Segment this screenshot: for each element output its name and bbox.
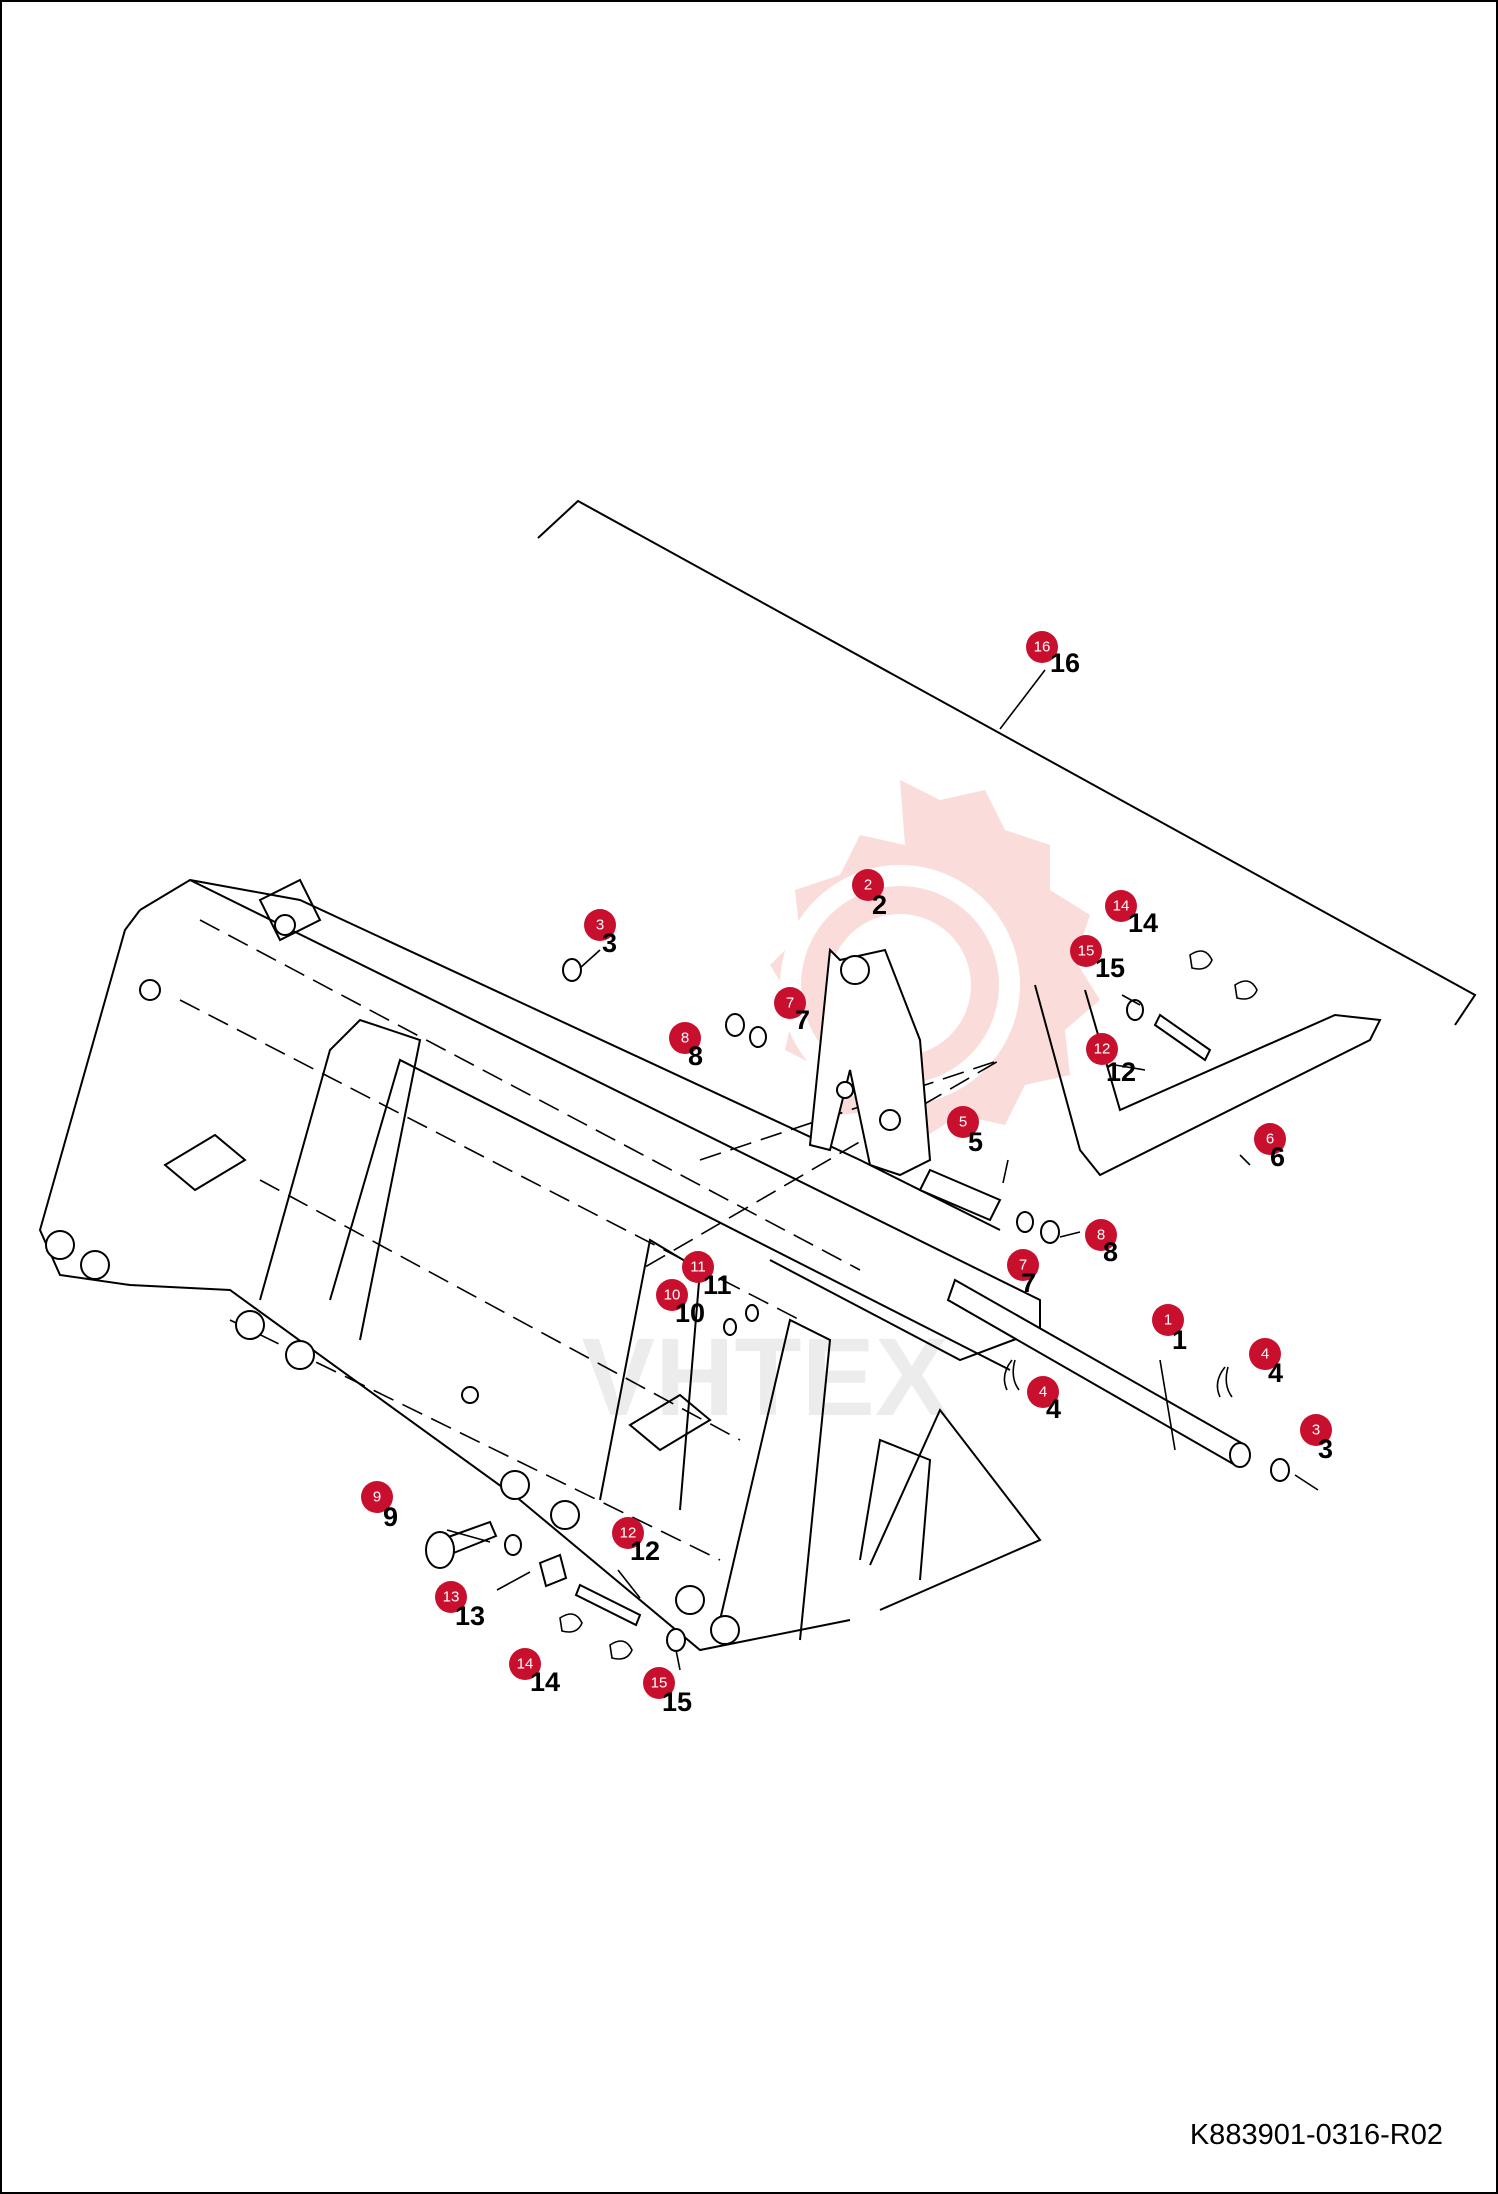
callout-9: 9	[361, 1481, 393, 1513]
callout-7-mid: 7	[1007, 1249, 1039, 1281]
bolt-part-9	[425, 1520, 498, 1569]
document-code: K883901-0316-R02	[1189, 2119, 1443, 2151]
callout-7-top: 7	[774, 987, 806, 1019]
label-12-top: 12	[1106, 1057, 1136, 1087]
callout-4-right: 4	[1249, 1338, 1281, 1370]
label-13: 13	[455, 1601, 485, 1631]
label-10: 10	[675, 1298, 705, 1328]
callout-3-top: 3	[584, 909, 616, 941]
callout-12-top: 12	[1086, 1033, 1118, 1065]
svg-text:12: 12	[620, 1525, 637, 1542]
svg-text:7: 7	[786, 995, 794, 1012]
label-11: 11	[703, 1270, 732, 1300]
label-3-top: 3	[602, 928, 617, 958]
callout-5: 5	[947, 1106, 979, 1138]
label-8-mid: 8	[1103, 1237, 1118, 1267]
callout-15-bottom: 15	[643, 1667, 675, 1699]
label-16: 16	[1050, 648, 1080, 678]
svg-text:6: 6	[1266, 1131, 1274, 1148]
label-14-bottom: 14	[530, 1667, 560, 1697]
callout-8-top: 8	[669, 1022, 701, 1054]
callout-16: 16	[1026, 631, 1058, 663]
label-7-top: 7	[795, 1005, 810, 1035]
svg-text:4: 4	[1261, 1346, 1269, 1363]
svg-text:9: 9	[373, 1489, 381, 1506]
svg-text:11: 11	[690, 1259, 706, 1276]
pin-part-1	[946, 1278, 1251, 1468]
label-7-mid: 7	[1021, 1268, 1036, 1298]
callout-10: 10	[656, 1279, 688, 1311]
callout-12-bottom: 12	[612, 1517, 644, 1549]
callout-14-top: 14	[1105, 890, 1137, 922]
svg-text:15: 15	[651, 1675, 668, 1692]
pin-part-12-upper	[1153, 1013, 1212, 1062]
label-15-top: 15	[1095, 953, 1125, 983]
svg-text:8: 8	[1097, 1227, 1105, 1244]
pin-part-12-lower	[574, 1583, 642, 1627]
svg-text:10: 10	[664, 1287, 681, 1304]
svg-text:8: 8	[681, 1030, 689, 1047]
svg-text:2: 2	[864, 877, 872, 894]
svg-text:3: 3	[596, 917, 604, 934]
svg-text:15: 15	[1078, 943, 1095, 960]
label-1: 1	[1172, 1325, 1187, 1355]
callout-4-left: 4	[1027, 1376, 1059, 1408]
svg-text:5: 5	[959, 1114, 967, 1131]
label-2: 2	[872, 890, 887, 920]
label-4-left: 4	[1046, 1394, 1061, 1424]
label-6: 6	[1270, 1142, 1285, 1172]
linch-pins	[559, 950, 1258, 1660]
label-5: 5	[968, 1127, 983, 1157]
svg-text:14: 14	[1113, 898, 1130, 915]
kit-bracket	[537, 499, 1477, 1026]
svg-text:1: 1	[1164, 1312, 1172, 1329]
callout-8-mid: 8	[1085, 1219, 1117, 1251]
svg-text:3: 3	[1312, 1422, 1320, 1439]
callout-15-top: 15	[1070, 935, 1102, 967]
label-3-right: 3	[1318, 1434, 1333, 1464]
callout-3-right: 3	[1300, 1414, 1332, 1446]
label-4-right: 4	[1268, 1358, 1283, 1388]
callout-1: 1	[1152, 1304, 1184, 1336]
leader-lines	[446, 949, 1319, 1671]
svg-text:7: 7	[1019, 1257, 1027, 1274]
fork-part-6	[1034, 984, 1382, 1177]
label-12-bottom: 12	[630, 1536, 660, 1566]
svg-text:13: 13	[443, 1589, 460, 1606]
callout-6: 6	[1254, 1123, 1286, 1155]
label-8-top: 8	[688, 1041, 703, 1071]
svg-text:14: 14	[517, 1656, 534, 1673]
washers	[504, 958, 1290, 1652]
callout-14-bottom: 14	[509, 1648, 541, 1680]
svg-text:12: 12	[1094, 1041, 1111, 1058]
callout-2: 2	[852, 869, 884, 901]
callout-11: 11	[682, 1251, 714, 1283]
svg-text:4: 4	[1039, 1384, 1047, 1401]
label-9: 9	[383, 1502, 398, 1532]
callout-13: 13	[435, 1581, 467, 1613]
label-15-bottom: 15	[662, 1687, 692, 1717]
spacer-part-13	[538, 1553, 568, 1588]
label-14-top: 14	[1128, 908, 1158, 938]
svg-text:16: 16	[1034, 639, 1051, 656]
bushing-part-5	[918, 1168, 1002, 1222]
